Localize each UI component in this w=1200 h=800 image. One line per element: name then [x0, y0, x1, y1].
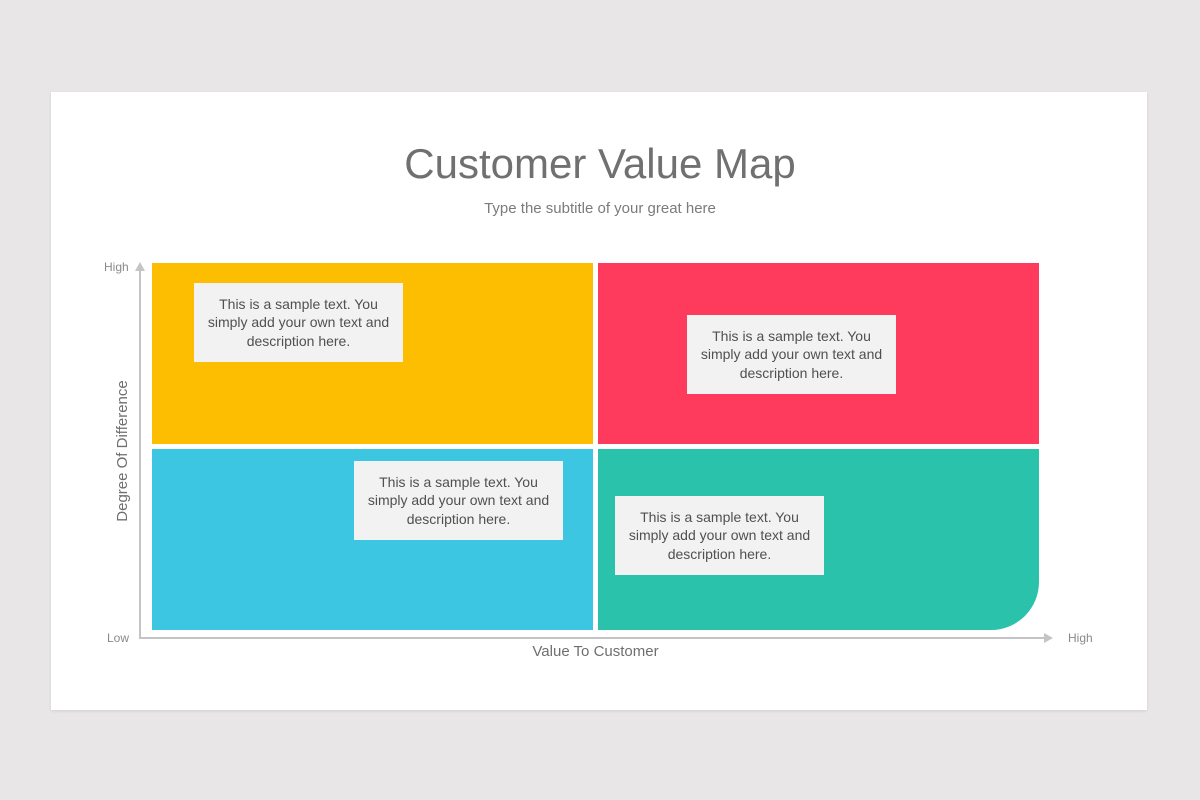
x-axis-title: Value To Customer — [532, 643, 659, 660]
slide-title: Customer Value Map — [404, 140, 796, 187]
quadrant-text-top-right: This is a sample text. You simply add yo… — [687, 315, 896, 394]
slide-subtitle: Type the subtitle of your great here — [484, 200, 716, 217]
y-axis-low-label: Low — [107, 631, 130, 645]
y-axis-title: Degree Of Difference — [114, 380, 131, 522]
quadrant-text-top-left: This is a sample text. You simply add yo… — [194, 283, 403, 362]
quadrant-text-bottom-left: This is a sample text. You simply add yo… — [354, 461, 563, 540]
quadrant-text-bottom-right: This is a sample text. You simply add yo… — [615, 496, 824, 575]
x-axis-high-label: High — [1068, 631, 1093, 645]
y-axis-high-label: High — [104, 260, 129, 274]
